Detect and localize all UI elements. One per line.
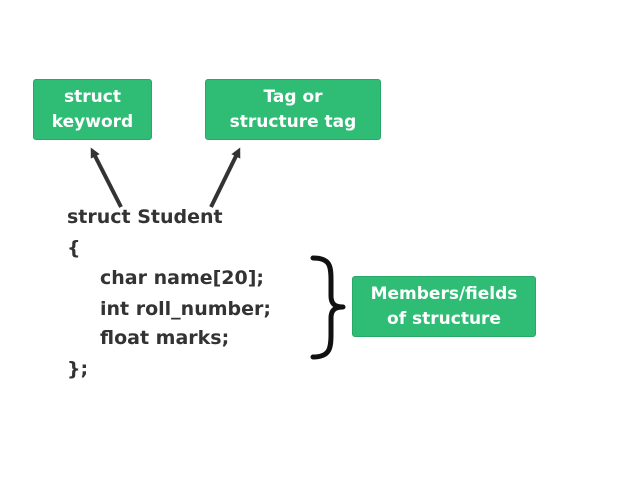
code-close-brace: }; xyxy=(67,358,89,380)
struct-keyword-label: struct keyword xyxy=(33,79,152,140)
structure-tag-label-line2: structure tag xyxy=(229,111,357,132)
members-fields-label-line2: of structure xyxy=(387,308,501,329)
members-curly-brace xyxy=(310,255,346,360)
code-member-marks: float marks; xyxy=(100,327,230,349)
struct-keyword-label-line2: keyword xyxy=(51,111,134,132)
members-fields-label-line1: Members/fields xyxy=(370,283,518,304)
tag-arrow xyxy=(209,147,241,208)
keyword-arrow xyxy=(90,147,123,208)
structure-tag-label: Tag or structure tag xyxy=(205,79,381,140)
structure-tag-label-line1: Tag or xyxy=(263,86,323,107)
members-fields-label: Members/fields of structure xyxy=(352,276,536,337)
struct-keyword-label-line1: struct xyxy=(64,86,121,107)
code-struct-declaration: struct Student xyxy=(67,206,223,228)
code-member-name: char name[20]; xyxy=(100,267,265,289)
code-open-brace: { xyxy=(67,237,81,259)
code-member-roll-number: int roll_number; xyxy=(100,298,271,320)
